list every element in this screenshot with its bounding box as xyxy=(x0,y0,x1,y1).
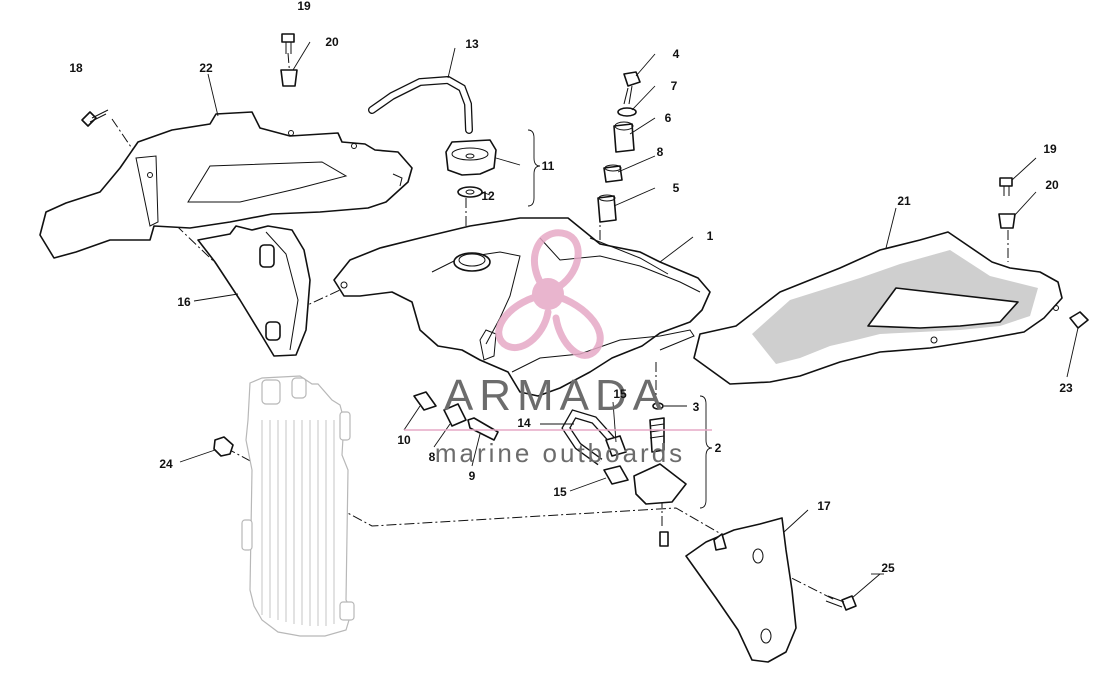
callout-labels: 1 2 3 4 5 6 7 8 8 9 10 11 12 13 14 15 15… xyxy=(69,0,1073,575)
screw-19-right xyxy=(999,177,1013,196)
washer-20-left xyxy=(280,69,298,87)
screw-18 xyxy=(81,109,109,127)
callout-2: 2 xyxy=(715,441,722,455)
left-side-panel xyxy=(197,225,311,357)
callout-12: 12 xyxy=(481,189,495,203)
callout-8-bottom: 8 xyxy=(429,450,436,464)
callout-6: 6 xyxy=(665,111,672,125)
filler-cap xyxy=(445,139,497,176)
callout-17: 17 xyxy=(817,499,831,513)
callout-16: 16 xyxy=(177,295,191,309)
watermark-propeller-logo xyxy=(495,229,604,359)
watermark-name: ARMADA xyxy=(444,371,668,420)
callout-20-right: 20 xyxy=(1045,178,1059,192)
fuel-tap-assembly xyxy=(561,402,687,547)
callout-9: 9 xyxy=(469,469,476,483)
watermark-tagline: marine outboards xyxy=(435,438,685,468)
callout-22: 22 xyxy=(199,61,213,75)
callout-13: 13 xyxy=(465,37,479,51)
callout-8-top: 8 xyxy=(657,145,664,159)
callout-10: 10 xyxy=(397,433,411,447)
callout-15-bottom: 15 xyxy=(553,485,567,499)
leader-lines xyxy=(179,41,1079,599)
right-side-panel xyxy=(685,517,797,663)
callout-21: 21 xyxy=(897,194,911,208)
breather-hose xyxy=(368,75,473,134)
callout-19-left: 19 xyxy=(297,0,311,13)
screw-19-left xyxy=(281,33,295,54)
callout-24: 24 xyxy=(159,457,173,471)
callout-25: 25 xyxy=(881,561,895,575)
callout-18: 18 xyxy=(69,61,83,75)
clip-23 xyxy=(1069,311,1089,329)
callout-19-right: 19 xyxy=(1043,142,1057,156)
callout-23: 23 xyxy=(1059,381,1073,395)
tank-mount-stack xyxy=(597,71,641,223)
washer-20-right xyxy=(998,213,1016,229)
callout-3: 3 xyxy=(693,400,700,414)
callout-20-left: 20 xyxy=(325,35,339,49)
fuel-tank xyxy=(333,217,711,397)
callout-15-top: 15 xyxy=(613,387,627,401)
radiator-fins xyxy=(261,420,335,626)
callout-7: 7 xyxy=(671,79,678,93)
rubber-bushing-8 xyxy=(443,403,467,427)
callout-11: 11 xyxy=(542,159,555,173)
cap-gasket xyxy=(457,186,483,198)
watermark: ARMADA marine outboards xyxy=(404,229,712,468)
bolt-9 xyxy=(467,417,499,441)
grommet-24 xyxy=(213,436,234,457)
radiator xyxy=(241,375,355,637)
callout-14: 14 xyxy=(517,416,531,430)
grommet-10 xyxy=(413,391,437,411)
callout-4: 4 xyxy=(673,47,680,61)
callout-1: 1 xyxy=(707,229,714,243)
left-spoiler xyxy=(39,111,413,259)
callout-5: 5 xyxy=(673,181,680,195)
screw-25 xyxy=(825,595,857,611)
